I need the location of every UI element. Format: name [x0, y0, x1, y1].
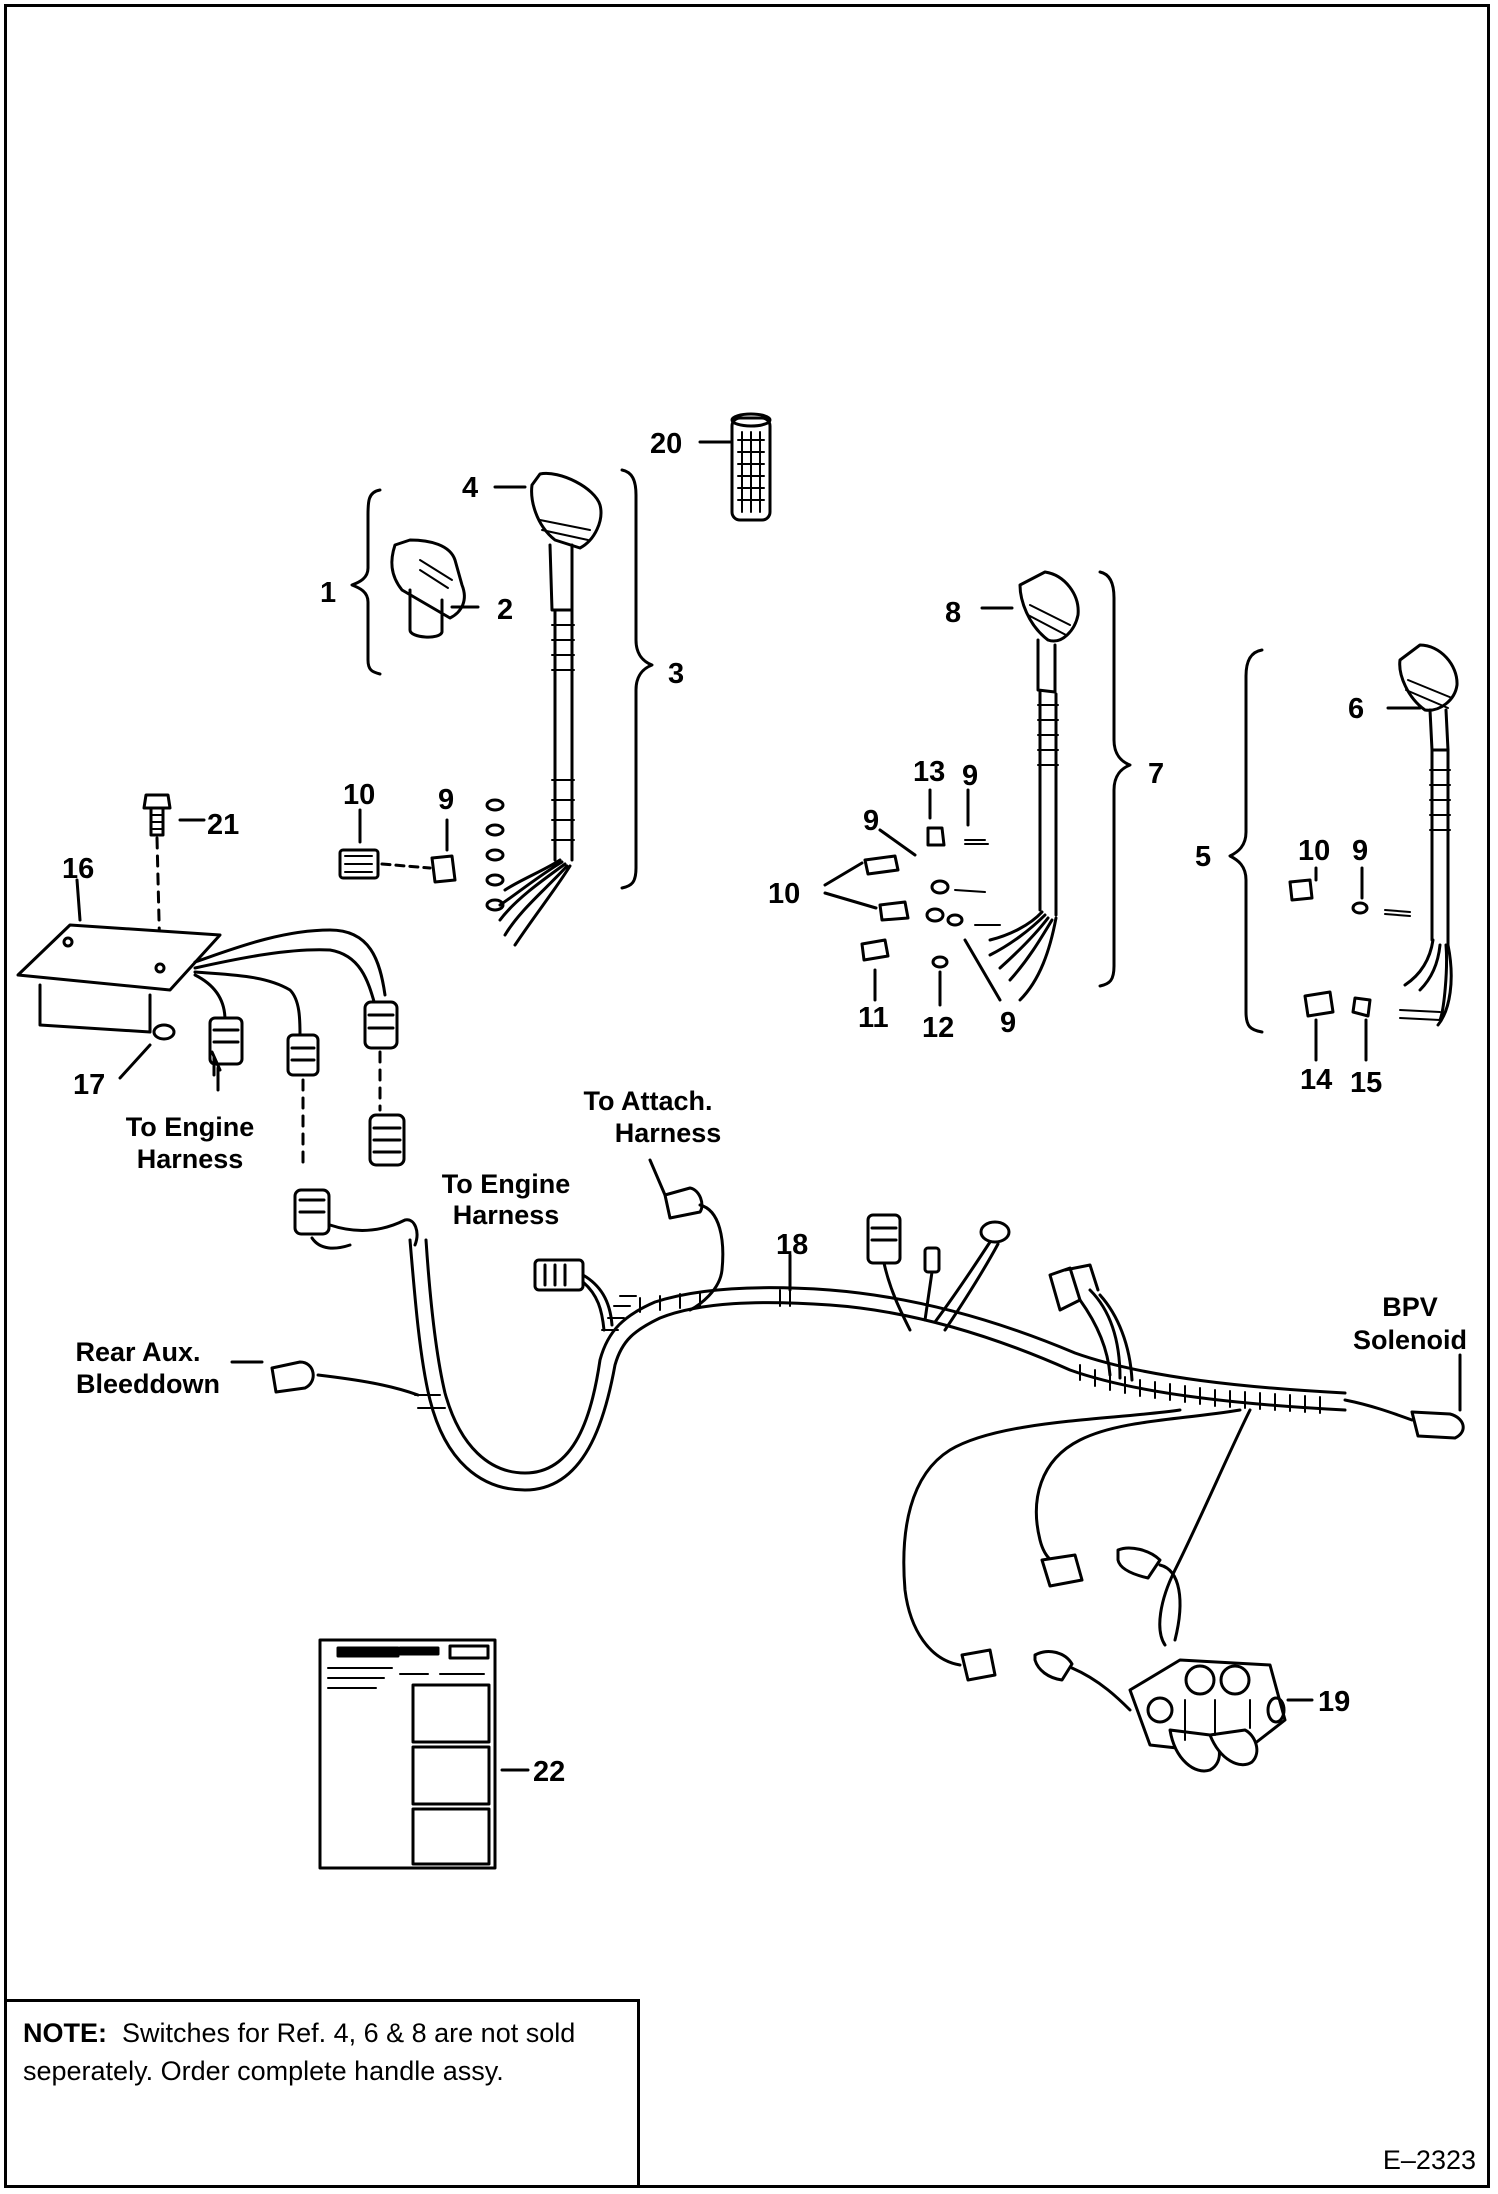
callout-9-mid: 9 [863, 805, 879, 837]
terminal-part-9-a [430, 854, 457, 884]
controller-part-16 [16, 923, 222, 1034]
connector-engine-left [208, 1016, 244, 1066]
connector-mid-b [363, 1000, 399, 1050]
callout-10-mid: 10 [768, 878, 800, 910]
callout-10-left: 10 [343, 779, 375, 811]
harness-part-18 [270, 1113, 1465, 1712]
handle-assembly-part-8 [860, 570, 1080, 1002]
callout-17: 17 [73, 1069, 105, 1101]
label-to-engine-harness-left-1: To Engine [126, 1112, 255, 1142]
grip-part-20 [730, 412, 772, 522]
washer-part-17 [152, 1023, 176, 1041]
callout-7: 7 [1148, 758, 1164, 790]
label-to-engine-harness-mid-2: Harness [453, 1200, 560, 1230]
callout-15: 15 [1350, 1067, 1382, 1099]
callout-3: 3 [668, 658, 684, 690]
callout-18: 18 [776, 1229, 808, 1261]
bolt-part-21 [142, 793, 172, 837]
callout-2: 2 [497, 594, 513, 626]
callout-22: 22 [533, 1756, 565, 1788]
callout-21: 21 [207, 809, 239, 841]
callout-1: 1 [320, 577, 336, 609]
connector-part-10-a [338, 848, 380, 880]
callout-16: 16 [62, 853, 94, 885]
callout-4: 4 [462, 472, 478, 504]
callout-9-bottom: 9 [1000, 1007, 1016, 1039]
callout-11: 11 [858, 1002, 889, 1034]
label-to-attach-harness-2: Harness [615, 1118, 722, 1148]
handle-assembly-part-4 [485, 471, 603, 947]
callout-14: 14 [1300, 1064, 1332, 1096]
note-line-1: NOTE: Switches for Ref. 4, 6 & 8 are not… [23, 2014, 621, 2052]
callout-5: 5 [1195, 841, 1211, 873]
callout-20: 20 [650, 428, 682, 460]
handle-assembly-part-6 [1288, 643, 1459, 1027]
label-to-engine-harness-left-2: Harness [137, 1144, 244, 1174]
note-text-2: seperately. Order complete handle assy. [23, 2056, 504, 2086]
note-text-1: Switches for Ref. 4, 6 & 8 are not sold [122, 2018, 576, 2048]
label-to-engine-harness-mid-1: To Engine [442, 1169, 571, 1199]
callout-19: 19 [1318, 1686, 1350, 1718]
callout-9-top: 9 [962, 760, 978, 792]
label-to-attach-harness-1: To Attach. [584, 1086, 713, 1116]
label-bpv-solenoid-2: Solenoid [1353, 1325, 1467, 1355]
note-label: NOTE: [23, 2018, 107, 2048]
callout-9-left: 9 [438, 784, 454, 816]
callout-8: 8 [945, 597, 961, 629]
decal-part-22 [318, 1638, 497, 1870]
drawing-frame [4, 4, 1490, 2188]
label-rear-aux-1: Rear Aux. [75, 1337, 200, 1367]
valve-part-19 [1128, 1658, 1287, 1773]
callout-6: 6 [1348, 693, 1364, 725]
callout-12: 12 [922, 1012, 954, 1044]
label-bpv-solenoid-1: BPV [1382, 1292, 1438, 1322]
label-rear-aux-2: Bleeddown [76, 1369, 220, 1399]
callout-13: 13 [913, 756, 945, 788]
connector-mid-a [286, 1033, 320, 1077]
figure-code: E–2323 [1382, 2145, 1476, 2175]
knob-part-2 [390, 538, 466, 639]
callout-9-right: 9 [1352, 835, 1368, 867]
callout-10-right: 10 [1298, 835, 1330, 867]
note-box: NOTE: Switches for Ref. 4, 6 & 8 are not… [4, 1999, 640, 2188]
